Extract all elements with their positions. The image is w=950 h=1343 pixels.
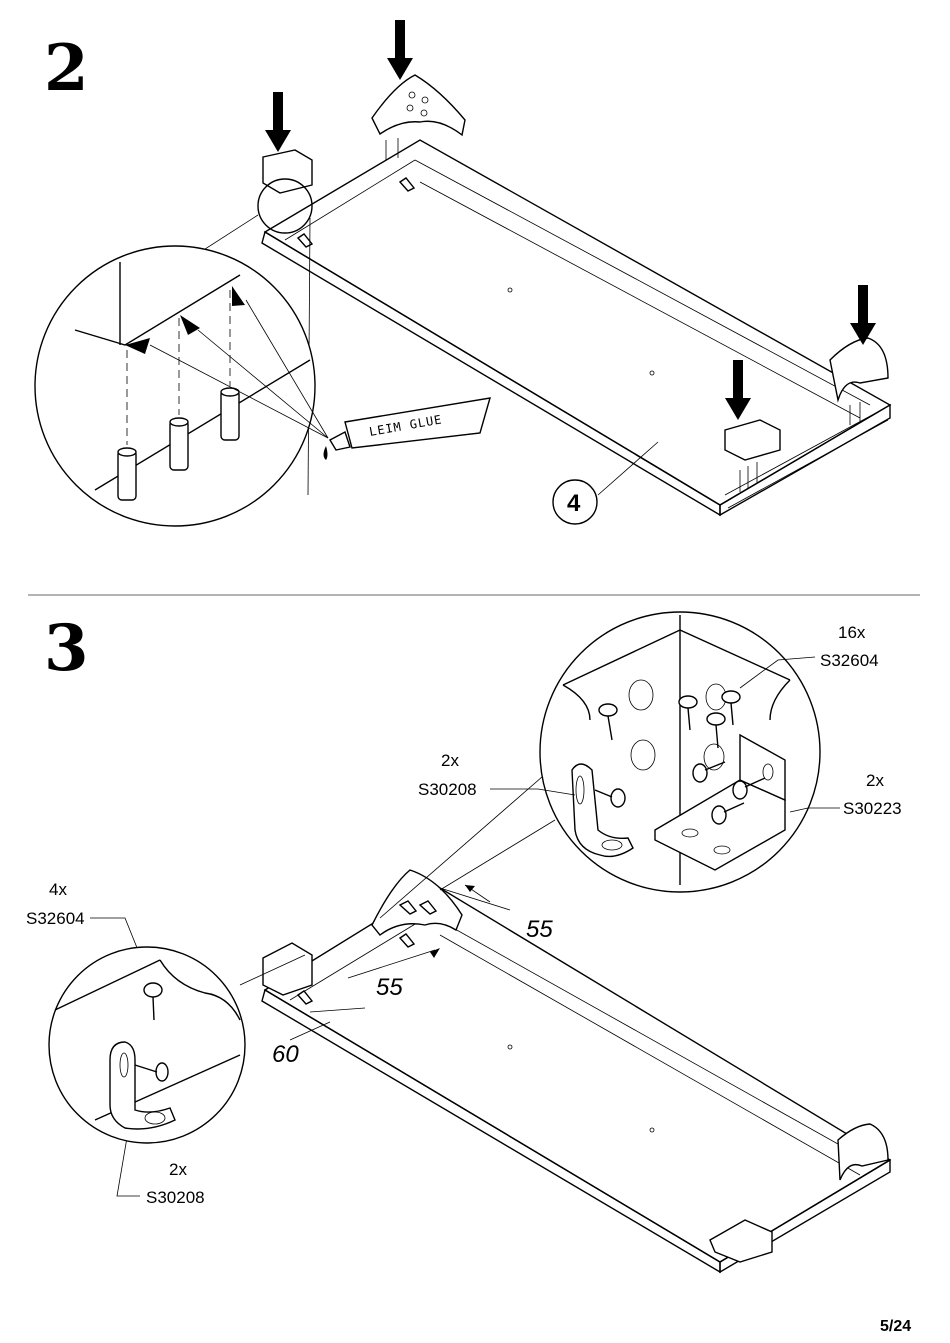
step-2-number: 2 bbox=[44, 31, 89, 106]
callout-bracket-right-code: S30223 bbox=[843, 799, 902, 818]
dimension-55-upper: 55 bbox=[526, 916, 553, 943]
callout-top-right-qty: 16x bbox=[838, 623, 866, 642]
detail-circle-dowels bbox=[34, 178, 329, 527]
down-arrows-step2 bbox=[265, 20, 876, 420]
page-number: 5/24 bbox=[880, 1318, 911, 1335]
feet-step3 bbox=[262, 869, 889, 1263]
callout-top-right-code: S32604 bbox=[820, 651, 879, 670]
bracket-marks-step2 bbox=[296, 177, 416, 248]
bracket-marks-step3 bbox=[296, 900, 438, 1005]
dimension-lines bbox=[289, 884, 511, 1041]
step-3-number: 3 bbox=[44, 611, 89, 686]
callout-left-screw-code: S32604 bbox=[26, 909, 85, 928]
callout-bracket-left-qty: 2x bbox=[441, 751, 459, 770]
foot-corner-right bbox=[829, 337, 889, 425]
foot-front-right bbox=[724, 419, 781, 492]
callout-left-screw-qty: 4x bbox=[49, 880, 67, 899]
detail-circle-side bbox=[48, 946, 306, 1144]
callout-bracket-right-qty: 2x bbox=[866, 771, 884, 790]
base-panel-step3 bbox=[261, 884, 892, 1274]
callout-bracket-left-code: S30208 bbox=[418, 780, 477, 799]
glue-tube bbox=[323, 397, 491, 460]
detail-circle-corner bbox=[379, 611, 821, 919]
callout-bottom-code: S30208 bbox=[146, 1188, 205, 1207]
screw-icons-detail bbox=[594, 690, 766, 825]
dimension-60: 60 bbox=[272, 1041, 299, 1068]
part-4-callout bbox=[552, 441, 659, 525]
foot-front-left bbox=[262, 149, 313, 194]
dimension-55-lower: 55 bbox=[376, 974, 403, 1001]
foot-corner-back bbox=[371, 74, 466, 160]
part-number-4: 4 bbox=[567, 490, 581, 517]
base-panel-step2 bbox=[261, 139, 892, 517]
callout-bottom-qty: 2x bbox=[169, 1160, 187, 1179]
